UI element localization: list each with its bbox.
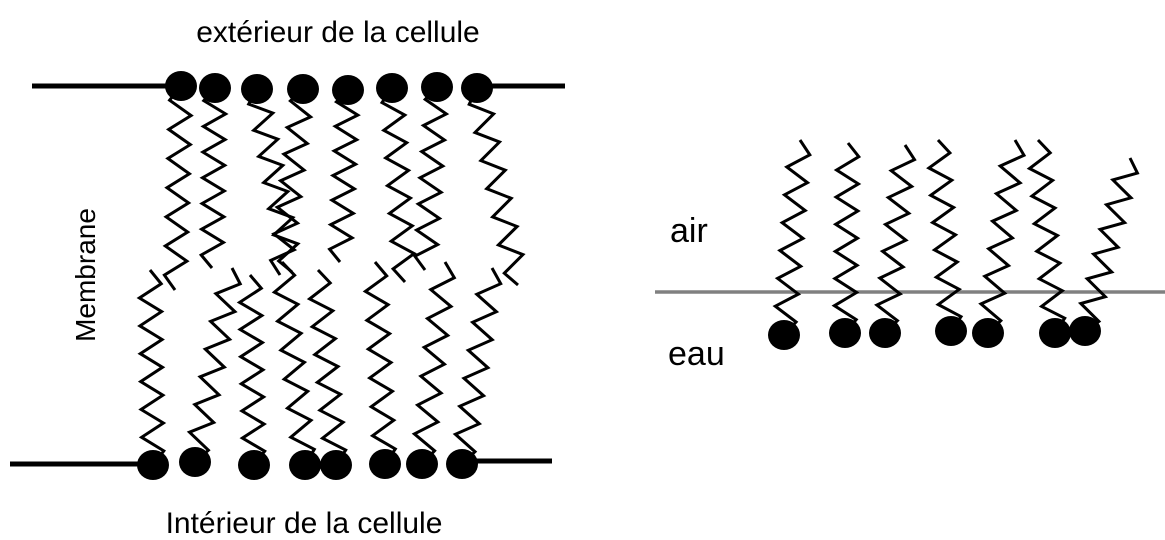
polar-head xyxy=(461,73,493,103)
fatty-acid-tail xyxy=(362,261,398,465)
outer-lipid-6 xyxy=(376,73,417,284)
polar-head xyxy=(869,318,901,348)
polar-head xyxy=(241,74,273,104)
polar-head xyxy=(421,72,453,102)
polar-head xyxy=(829,318,861,348)
monolayer-lipids xyxy=(768,138,1140,350)
inner-lipid-1 xyxy=(136,269,169,480)
outer-lipid-7 xyxy=(412,72,453,271)
polar-head xyxy=(320,450,352,480)
fatty-acid-tail xyxy=(306,268,348,466)
inner-lipid-7 xyxy=(406,261,457,479)
polar-head xyxy=(376,73,408,103)
fatty-acid-tail xyxy=(246,88,301,274)
interface-lipid-4 xyxy=(926,138,967,346)
polar-head xyxy=(1039,318,1071,348)
polar-head xyxy=(768,320,800,350)
inside-cell-label: Intérieur de la cellule xyxy=(166,507,443,540)
polar-head xyxy=(1069,316,1101,346)
outer-lipid-8 xyxy=(461,73,526,287)
fatty-acid-tail xyxy=(271,260,317,466)
polar-head xyxy=(287,74,319,104)
outer-lipid-2 xyxy=(198,73,231,269)
polar-head xyxy=(238,450,270,480)
fatty-acid-tail xyxy=(327,88,361,263)
polar-head xyxy=(406,449,438,479)
fatty-acid-tail xyxy=(186,267,243,464)
fatty-acid-tail xyxy=(874,144,917,335)
polar-head xyxy=(332,75,364,105)
fatty-acid-tail xyxy=(452,267,503,466)
polar-head xyxy=(446,449,478,479)
fatty-acid-tail xyxy=(467,87,526,287)
outer-lipid-4 xyxy=(268,74,319,276)
fatty-acid-tail xyxy=(198,87,229,269)
water-label: eau xyxy=(668,335,725,373)
polar-head xyxy=(137,450,169,480)
fatty-acid-tail xyxy=(136,269,167,466)
polar-head xyxy=(972,318,1004,348)
inner-lipid-3 xyxy=(236,274,270,480)
inner-lipid-4 xyxy=(271,260,321,480)
inner-lipid-2 xyxy=(179,267,243,477)
fatty-acid-tail xyxy=(268,87,314,276)
outer-leaflet xyxy=(162,71,526,291)
outer-lipid-3 xyxy=(241,74,301,274)
polar-head xyxy=(165,71,197,101)
outer-lipid-1 xyxy=(162,71,197,291)
fatty-acid-tail xyxy=(1077,157,1140,333)
fatty-acid-tail xyxy=(926,138,964,332)
interface-lipid-2 xyxy=(829,142,862,348)
polar-head xyxy=(935,316,967,346)
membrane-label: Membrane xyxy=(70,208,101,342)
interface-lipid-1 xyxy=(768,139,812,350)
fatty-acid-tail xyxy=(1026,138,1067,334)
air-label: air xyxy=(670,212,708,250)
interface-lipid-3 xyxy=(869,144,917,348)
interface-lipid-6 xyxy=(1026,138,1071,348)
monolayer-diagram: air eau xyxy=(655,138,1165,373)
fatty-acid-tail xyxy=(379,87,417,284)
bilayer-diagram: extérieur de la cellule Intérieur de la … xyxy=(10,16,565,540)
polar-head xyxy=(289,450,321,480)
interface-lipid-7 xyxy=(1069,157,1140,346)
fatty-acid-tail xyxy=(411,261,457,466)
polar-head xyxy=(199,73,231,103)
fatty-acid-tail xyxy=(831,142,862,334)
fatty-acid-tail xyxy=(412,85,450,271)
inner-leaflet xyxy=(136,260,503,480)
polar-head xyxy=(369,449,401,479)
inner-lipid-8 xyxy=(446,267,503,479)
inner-lipid-5 xyxy=(306,268,352,480)
interface-lipid-5 xyxy=(972,139,1027,348)
inner-lipid-6 xyxy=(362,261,401,479)
polar-head xyxy=(179,447,211,477)
fatty-acid-tail xyxy=(236,274,267,466)
fatty-acid-tail xyxy=(162,85,194,291)
fatty-acid-tail xyxy=(772,139,812,337)
outside-cell-label: extérieur de la cellule xyxy=(196,16,480,49)
outer-lipid-5 xyxy=(327,75,364,263)
fatty-acid-tail xyxy=(978,139,1027,335)
